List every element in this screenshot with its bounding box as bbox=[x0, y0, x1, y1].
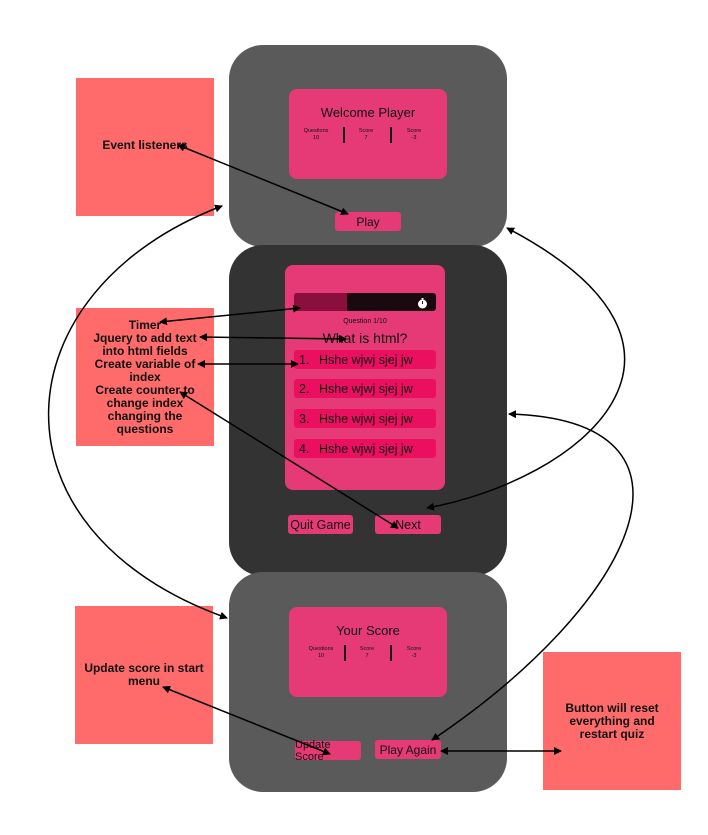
welcome-title: Welcome Player bbox=[320, 105, 416, 120]
timer-bar-fill bbox=[294, 293, 347, 311]
arrow-timer bbox=[159, 304, 301, 326]
score-title: Your Score bbox=[336, 623, 400, 638]
arrow-start-to-end-screen bbox=[47, 204, 228, 620]
stat-score: Score 7 bbox=[359, 646, 375, 659]
stat-score: Score 7 bbox=[358, 128, 374, 141]
stat-divider bbox=[390, 127, 392, 143]
stat-questions: Questions 10 bbox=[308, 646, 334, 659]
play-again-button[interactable]: Play Again bbox=[375, 740, 441, 759]
arrow-quit-to-start bbox=[426, 227, 626, 511]
arrow-event-listeners-play bbox=[177, 143, 349, 216]
stat-score-negative: Score -3 bbox=[406, 128, 422, 141]
arrow-counter-next bbox=[179, 391, 399, 529]
stat-divider bbox=[390, 645, 392, 661]
note-reset: Button will reset everything and restart… bbox=[543, 652, 681, 790]
arrow-jquery bbox=[199, 333, 347, 343]
answer-option[interactable]: 1. Hshe wjwj sjej jw bbox=[294, 350, 436, 369]
score-card bbox=[289, 607, 447, 697]
note-quiz-logic: Timer Jquery to add text into html field… bbox=[76, 308, 214, 446]
stopwatch-icon bbox=[417, 296, 428, 309]
question-counter: Question 1/10 bbox=[343, 318, 387, 325]
stat-score-negative: Score -3 bbox=[406, 646, 422, 659]
stat-divider bbox=[343, 127, 345, 143]
stat-divider bbox=[344, 645, 346, 661]
arrow-play-again-to-quiz bbox=[431, 410, 634, 741]
play-button[interactable]: Play bbox=[335, 212, 401, 231]
stat-questions: Questions 10 bbox=[303, 128, 329, 141]
arrow-update-score bbox=[162, 685, 331, 756]
